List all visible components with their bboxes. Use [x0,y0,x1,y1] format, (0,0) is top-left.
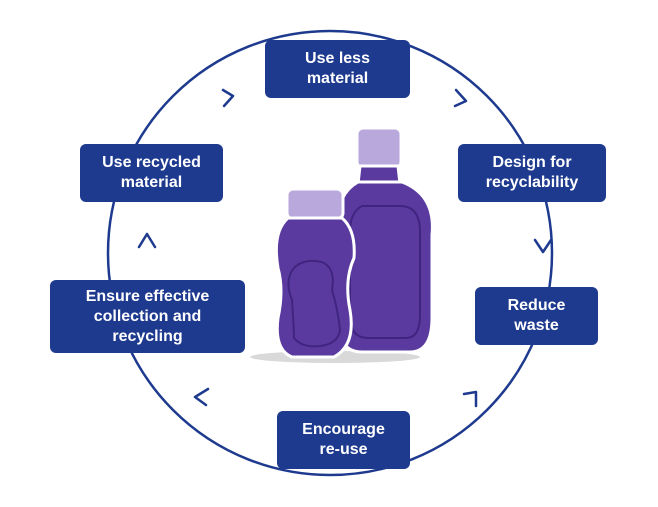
small-bottle [274,187,356,359]
large-bottle-cap [355,126,403,170]
step-encourage-re-use: Encourage re-use [277,411,410,469]
small-bottle-body [274,216,356,359]
arrow-icon [221,88,235,108]
arrow-icon [453,88,468,108]
arrow-icon [462,390,478,408]
arrow-icon [137,232,157,249]
step-use-less-material: Use less material [265,40,410,98]
large-bottle-label [349,205,421,339]
arrow-icon [193,387,210,407]
large-bottle [336,126,434,354]
step-reduce-waste: Reduce waste [475,287,598,345]
small-bottle-cap [285,187,345,221]
step-ensure-effective-collection: Ensure effective collection and recyclin… [50,280,245,353]
bottles-illustration [250,126,434,363]
cycle-ring [106,29,554,477]
small-bottle-label [287,259,342,348]
step-use-recycled-material: Use recycled material [80,144,223,202]
step-design-for-recyclability: Design for recyclability [458,144,606,202]
arrow-icon [533,238,553,254]
